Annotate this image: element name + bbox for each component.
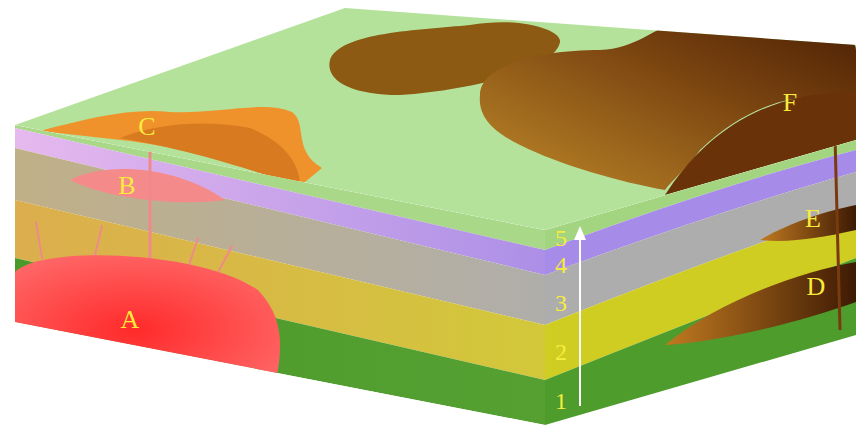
layer-number: 2 bbox=[555, 340, 567, 364]
feature-letter: C bbox=[138, 114, 155, 140]
pluton bbox=[15, 255, 280, 380]
layer-number: 3 bbox=[555, 291, 567, 315]
lens bbox=[760, 205, 856, 241]
sill bbox=[70, 169, 225, 202]
layer-number: 5 bbox=[555, 226, 567, 250]
layer-number: 4 bbox=[555, 253, 567, 277]
age-arrow bbox=[579, 238, 581, 406]
feature-letter: E bbox=[805, 206, 821, 232]
fault-line bbox=[834, 98, 840, 330]
lens bbox=[665, 262, 856, 345]
arrow-head bbox=[574, 226, 586, 240]
feature-letter: A bbox=[121, 307, 140, 333]
feature-letter: D bbox=[807, 274, 826, 300]
feature-letter: B bbox=[118, 173, 135, 199]
layer-number: 1 bbox=[555, 389, 567, 413]
feature-letter: F bbox=[783, 90, 797, 116]
layer-1 bbox=[545, 258, 856, 426]
